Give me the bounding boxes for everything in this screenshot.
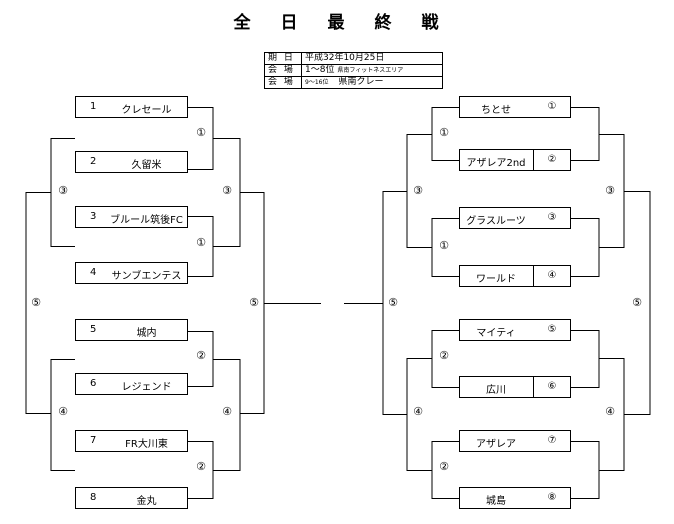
info-table: 期 日 平成32年10月25日 会 場 1～8位 県南フィットネスエリア 会 場… bbox=[264, 52, 443, 89]
court-mark: ④ bbox=[58, 405, 68, 418]
court-mark: ③ bbox=[58, 184, 68, 197]
team-seed: 6 bbox=[90, 378, 97, 389]
court-mark: ③ bbox=[413, 184, 423, 197]
right-team-box: 城島 ⑧ bbox=[459, 487, 571, 509]
team-name: アザレア bbox=[476, 439, 516, 450]
team-mark: ⑦ bbox=[547, 435, 557, 446]
team-mark: ② bbox=[533, 150, 570, 170]
info-row-venue-2: 会 場 9～16位 県南クレー bbox=[264, 76, 443, 89]
page-title: 全日最終戦 bbox=[0, 8, 674, 33]
info-value-cell: 9～16位 県南クレー bbox=[301, 76, 443, 89]
team-name: 金丸 bbox=[136, 496, 157, 507]
left-team-box: 3 ブルール筑後FC bbox=[75, 206, 188, 228]
info-row-venue-1: 会 場 1～8位 県南フィットネスエリア bbox=[264, 64, 443, 77]
team-mark: ③ bbox=[547, 212, 557, 223]
title-char: 日 bbox=[280, 13, 300, 33]
left-team-box: 6 レジェンド bbox=[75, 373, 188, 395]
court-mark: ② bbox=[439, 460, 449, 473]
court-mark: ② bbox=[196, 460, 206, 473]
left-team-box: 4 サンブエンテス bbox=[75, 262, 188, 284]
left-team-box: 8 金丸 bbox=[75, 487, 188, 509]
court-mark: ① bbox=[439, 126, 449, 139]
bracket-line bbox=[571, 107, 600, 161]
title-char: 全 bbox=[233, 13, 253, 33]
team-mark: ⑥ bbox=[533, 377, 570, 397]
team-mark: ④ bbox=[533, 266, 570, 286]
team-name: ワールド bbox=[476, 274, 516, 285]
bracket-line bbox=[571, 218, 600, 277]
right-team-box: アザレア2nd ② bbox=[459, 149, 571, 171]
info-value: 県南クレー bbox=[338, 77, 384, 87]
right-team-box: アザレア ⑦ bbox=[459, 430, 571, 452]
right-team-box: ちとせ ① bbox=[459, 96, 571, 118]
bracket-line bbox=[50, 359, 75, 471]
team-seed: 4 bbox=[90, 267, 97, 278]
team-name: 城内 bbox=[136, 328, 157, 339]
team-name: サンブエンテス bbox=[111, 271, 182, 282]
team-name: 広川 bbox=[486, 385, 506, 396]
team-seed: 1 bbox=[90, 101, 97, 112]
bracket-line bbox=[25, 192, 51, 414]
team-name: ブルール筑後FC bbox=[110, 215, 183, 226]
court-mark: ④ bbox=[222, 405, 232, 418]
team-name: 城島 bbox=[486, 496, 506, 507]
title-char: 最 bbox=[327, 13, 347, 33]
info-prefix: 9～16位 bbox=[305, 79, 329, 86]
team-mark: ⑧ bbox=[547, 492, 557, 503]
court-mark: ③ bbox=[222, 184, 232, 197]
team-seed: 2 bbox=[90, 156, 97, 167]
left-team-box: 7 FR大川東 bbox=[75, 430, 188, 452]
court-mark: ④ bbox=[413, 405, 423, 418]
team-name: クレセール bbox=[121, 105, 172, 116]
right-team-box: 広川 ⑥ bbox=[459, 376, 571, 398]
team-seed: 5 bbox=[90, 324, 97, 335]
team-seed: 7 bbox=[90, 435, 97, 446]
court-mark: ① bbox=[196, 126, 206, 139]
court-mark: ⑤ bbox=[388, 296, 398, 309]
title-char: 戦 bbox=[421, 13, 441, 33]
left-team-box: 2 久留米 bbox=[75, 151, 188, 173]
team-seed: 3 bbox=[90, 211, 97, 222]
court-mark: ④ bbox=[605, 405, 615, 418]
right-team-box: ワールド ④ bbox=[459, 265, 571, 287]
team-name: アザレア2nd bbox=[466, 158, 526, 169]
team-name: レジェンド bbox=[121, 382, 172, 393]
left-team-box: 5 城内 bbox=[75, 319, 188, 341]
team-seed: 8 bbox=[90, 492, 97, 503]
team-name: 久留米 bbox=[131, 160, 162, 171]
team-mark: ⑤ bbox=[547, 324, 557, 335]
bracket-line bbox=[571, 441, 600, 499]
bracket-line bbox=[213, 359, 241, 471]
court-mark: ② bbox=[439, 349, 449, 362]
info-prefix: 1～8位 bbox=[305, 65, 335, 75]
court-mark: ② bbox=[196, 349, 206, 362]
right-team-box: マイティ ⑤ bbox=[459, 319, 571, 341]
team-mark: ① bbox=[547, 101, 557, 112]
bracket-line bbox=[571, 330, 600, 388]
court-mark: ① bbox=[439, 239, 449, 252]
court-mark: ① bbox=[196, 236, 206, 249]
info-key: 会 場 bbox=[264, 76, 302, 89]
court-mark: ③ bbox=[605, 184, 615, 197]
court-mark: ⑤ bbox=[249, 296, 259, 309]
team-name: グラスルーツ bbox=[466, 216, 526, 227]
info-value: 県南フィットネスエリア bbox=[337, 67, 404, 74]
bracket-line bbox=[624, 191, 651, 415]
team-name: マイティ bbox=[476, 328, 516, 339]
left-team-box: 1 クレセール bbox=[75, 96, 188, 118]
team-name: ちとせ bbox=[481, 105, 511, 116]
right-team-box: グラスルーツ ③ bbox=[459, 207, 571, 229]
court-mark: ⑤ bbox=[31, 296, 41, 309]
court-mark: ⑤ bbox=[632, 296, 642, 309]
title-char: 終 bbox=[374, 13, 394, 33]
team-name: FR大川東 bbox=[125, 439, 168, 450]
